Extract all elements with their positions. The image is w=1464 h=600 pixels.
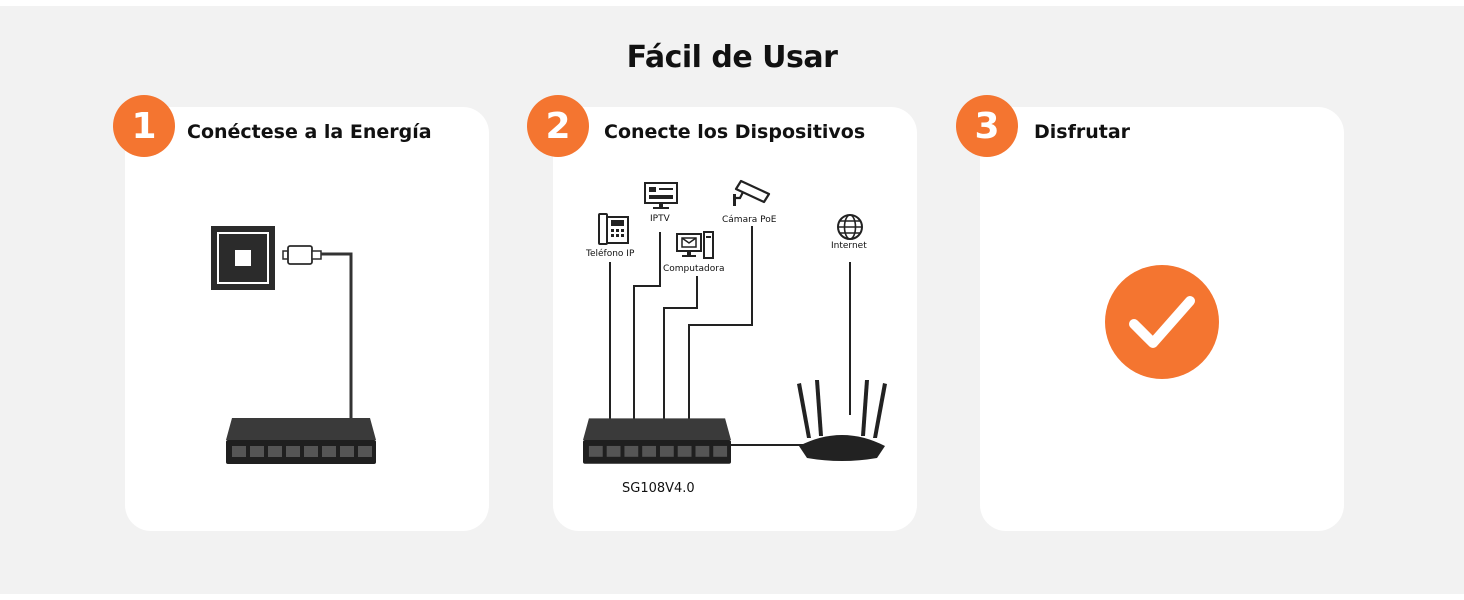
power-outlet-icon [211, 226, 275, 290]
router-icon [797, 380, 887, 461]
step-title-2: Conecte los Dispositivos [604, 121, 866, 143]
tv-icon [644, 182, 678, 209]
computer-icon [676, 231, 714, 259]
network-switch-icon [226, 418, 376, 464]
check-icon [1105, 265, 1219, 379]
step-title-1: Conéctese a la Energía [187, 121, 432, 143]
phone-icon [598, 213, 629, 245]
step-badge-2: 2 [527, 95, 589, 157]
power-plug-icon [282, 245, 322, 265]
power-cable [321, 252, 353, 420]
internet-label: Internet [831, 241, 867, 251]
network-switch-icon [583, 418, 731, 464]
page-title: Fácil de Usar [626, 40, 838, 75]
computer-label: Computadora [663, 264, 725, 274]
ip-phone-label: Teléfono IP [586, 249, 635, 259]
globe-icon [837, 214, 863, 240]
poe-camera-label: Cámara PoE [722, 215, 777, 225]
iptv-label: IPTV [650, 214, 670, 224]
step-badge-1: 1 [113, 95, 175, 157]
switch-model-label: SG108V4.0 [622, 481, 695, 496]
security-camera-icon [733, 179, 771, 206]
step-badge-3: 3 [956, 95, 1018, 157]
step-title-3: Disfrutar [1034, 121, 1131, 143]
